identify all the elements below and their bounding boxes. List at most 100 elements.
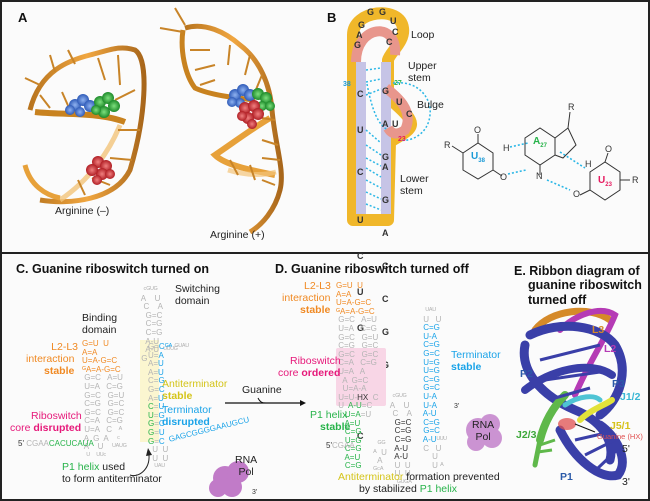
a27-sub: 27 [540,143,547,149]
p1-used-line2: to form antiterminator [62,473,162,485]
c-3prime: 3' [252,489,258,496]
e-label-3prime: 3' [622,476,630,488]
loop-label: Loop [411,29,435,41]
hairpin-loop-top: G G U C C [362,8,399,60]
d-note-by: by stabilized [359,483,420,495]
u23-label: U23 [598,176,612,190]
d-core-state: ordered [301,367,341,379]
d-switching-hairpin: ᶜᴳᵁᴳ A U C A G=C C=G C=G A-U A-U U U U U… [389,392,413,487]
e-label-guanine: Guanine (HX) [597,432,643,441]
base: U [357,215,364,225]
d-p1-line2: stable [320,421,351,433]
base: C [357,251,364,261]
d-terminator-line1: Terminator [451,349,501,361]
atom-h-u38: H [503,143,510,153]
base: G [382,195,390,205]
d-3prime: 3' [454,403,460,410]
e-title-line1: E. Ribbon diagram of [514,264,640,278]
base: C [357,89,364,99]
e-title-line3: turned off [528,292,587,307]
c-l2l3-line2: interaction [26,353,75,365]
base: G [358,20,366,30]
index-27: 27 [394,80,402,87]
hairpin-loop-left: A G G [352,10,365,54]
atom-n-a27: N [536,171,543,181]
panel-b-hairpin [347,7,630,226]
u38-sub: 38 [478,158,485,164]
c-rna-polymerase [209,461,249,497]
base-triple-rings [451,111,630,201]
hairpin-right-strand: G A G [382,64,389,174]
switching-line2: domain [175,294,210,307]
base: G [379,7,387,17]
used-text: used [99,461,126,473]
base: C [382,294,389,304]
c-pol: Pol [238,465,254,478]
j23-ribbon [536,391,569,444]
u38-base: U [471,151,479,162]
d-l2l3-line1: L2-L3 [304,280,331,292]
upper-stem-line2: stem [408,71,431,84]
base: G [382,86,390,96]
arginine-plus-label: Arginine (+) [210,229,265,241]
panel-e-title: E. Ribbon diagram of guanine riboswitch … [514,264,642,307]
e-label-l2: L2 [604,343,617,355]
base: A [382,228,389,238]
base: U [357,287,364,297]
base: U [396,97,403,107]
d-core-word: core [278,367,302,379]
d-note-line2: by stabilized P1 helix [359,483,458,496]
d-terminator-line2: stable [451,361,482,373]
atom-r-u38: R [444,140,451,150]
base: C [386,37,393,47]
d-core-line2: core ordered [278,367,341,380]
d-rna: RNA [472,419,495,431]
base: U [392,119,399,129]
p1-helix-text: P1 helix [62,461,100,473]
guanine-arrow-label[interactable]: Guanine [242,384,282,396]
panel-b-letter: B [327,10,337,25]
c-5prime-seq: 5' CGAACACUCAUA [18,439,94,449]
c-l2l3-line1: L2-L3 [51,341,78,353]
c-core-line2: core disrupted [10,422,81,435]
base: C [357,167,364,177]
hx-label: HX [357,392,369,402]
binding-line2: domain [82,323,117,336]
atom-h-u23: H [585,159,592,169]
d-p1-line1: P1 helix [310,409,348,421]
atom-o2-u38: O [500,172,508,182]
lower-stem-line1: Lower [400,173,429,185]
panel-c-secondary-structure [129,340,159,477]
base: A [356,30,363,40]
panel-a-structures [22,7,284,235]
c-antiterminator-stem: G=Cᴳᴬ ᴳᵁᴬᵁ U=A A=U A=U C=G G=C A=U C=U U… [148,342,189,446]
atom-o2-u23: O [605,144,613,154]
upper-stem-line1: Upper [408,60,437,72]
base: A [382,162,389,172]
d-terminator-hairpin: ᵁᴬᵁ U U C=G U-A C=G G=C U=G U=G C=G G=C … [422,306,447,470]
d-note-p1: P1 helix [419,483,458,495]
base: G [382,327,390,337]
base: G [354,40,362,50]
l3-ribbon [531,307,614,334]
blue-nucleotide-spheres [65,94,96,117]
a27-label: A27 [533,137,547,151]
e-label-j51: J5/1 [610,420,631,432]
j12-ribbon [562,394,603,408]
e-label-p1: P1 [560,471,573,483]
d-note-line1: Antiterminator formation prevented [338,471,500,484]
c-rna: RNA [235,454,258,466]
d-binding-domain-seq: G=U U A=A U=A-G=C ᴳA=A-G=C G=C A=U U=A C… [336,281,379,471]
d-note-formation: formation prevented [403,471,500,483]
d-core-line1: Riboswitch [290,355,341,367]
atom-r-u23: R [632,175,639,185]
e-title-line2: guanine riboswitch [528,278,642,293]
